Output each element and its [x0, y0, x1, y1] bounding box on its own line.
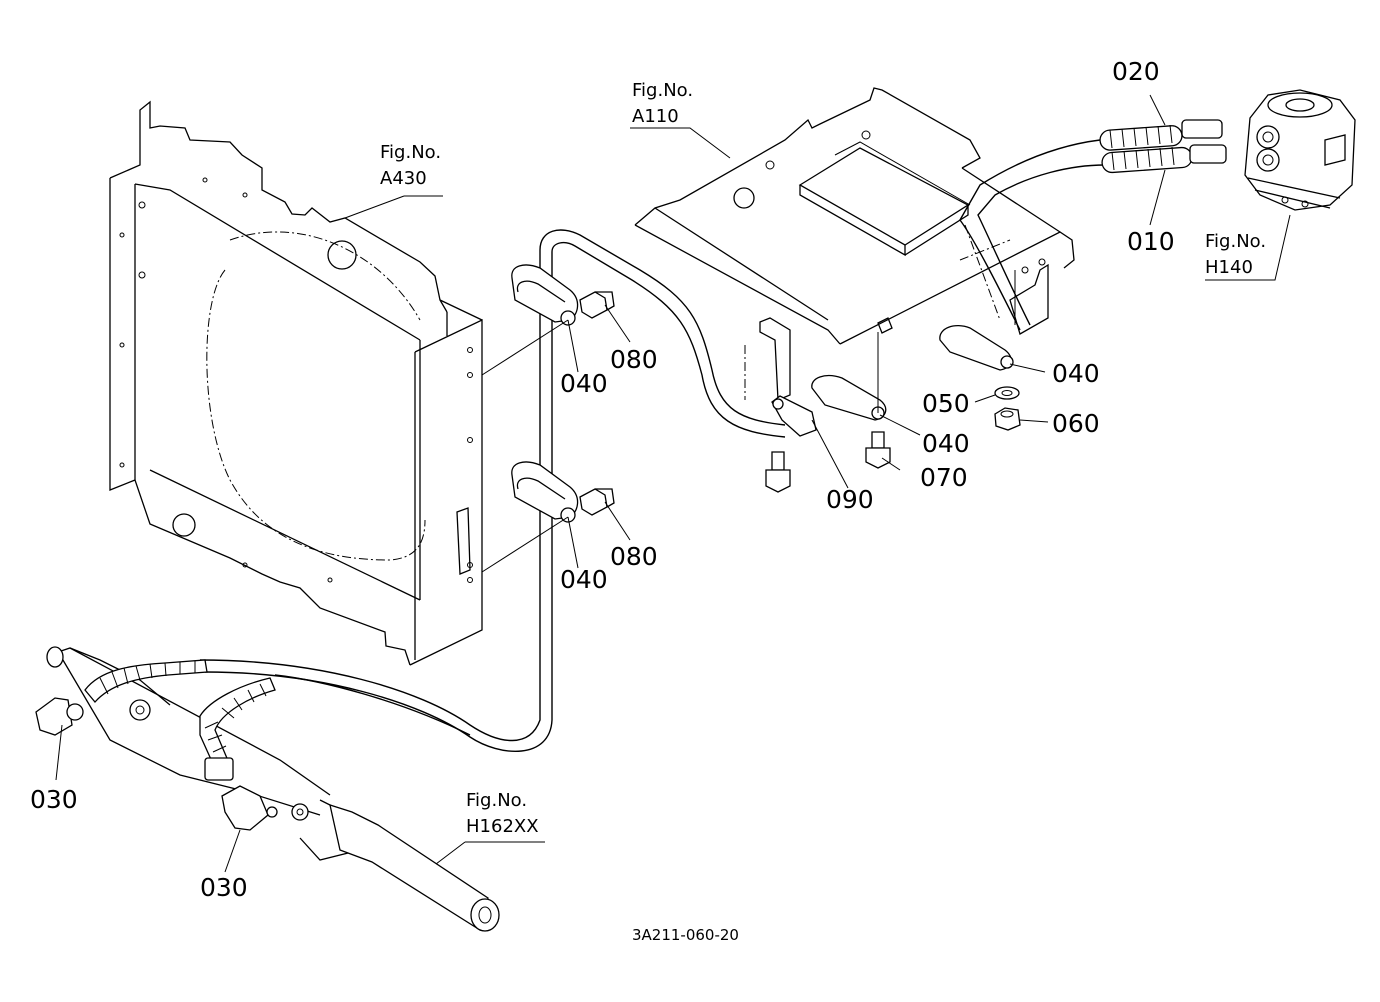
fig-ref-a110-line2: A110 [632, 106, 679, 127]
fig-ref-h162xx-line1: Fig.No. [466, 790, 527, 811]
fig-ref-a110-line1: Fig.No. [632, 80, 693, 101]
fig-ref-h162xx-line2: H162XX [466, 816, 539, 837]
callout-050: 050 [922, 389, 970, 418]
leader-lines [55, 94, 1291, 873]
fig-ref-h140-line2: H140 [1205, 257, 1253, 278]
callout-030-left: 030 [30, 785, 78, 814]
fig-ref-h140-line1: Fig.No. [1205, 231, 1266, 252]
steering-unit-drawing [1244, 89, 1356, 211]
cylinder-drawing [35, 646, 500, 932]
callout-020: 020 [1112, 57, 1160, 86]
callout-090: 090 [826, 485, 874, 514]
callout-010: 010 [1127, 227, 1175, 256]
callout-060: 060 [1052, 409, 1100, 438]
radiator-shroud-drawing [109, 100, 483, 666]
diagram-code: 3A211-060-20 [632, 926, 739, 944]
callout-040-lower-shroud: 040 [560, 565, 608, 594]
callout-040-upper-shroud: 040 [560, 369, 608, 398]
callout-040-platform-center: 040 [922, 429, 970, 458]
clamps-drawing [511, 264, 1021, 523]
callout-040-platform-right: 040 [1052, 359, 1100, 388]
hydraulic-lines-drawing [199, 119, 1227, 752]
fig-ref-a430-line1: Fig.No. [380, 142, 441, 163]
callout-070: 070 [920, 463, 968, 492]
callout-080-upper: 080 [610, 345, 658, 374]
callout-030-bottom: 030 [200, 873, 248, 902]
fig-ref-a430-line2: A430 [380, 168, 427, 189]
callout-080-lower: 080 [610, 542, 658, 571]
